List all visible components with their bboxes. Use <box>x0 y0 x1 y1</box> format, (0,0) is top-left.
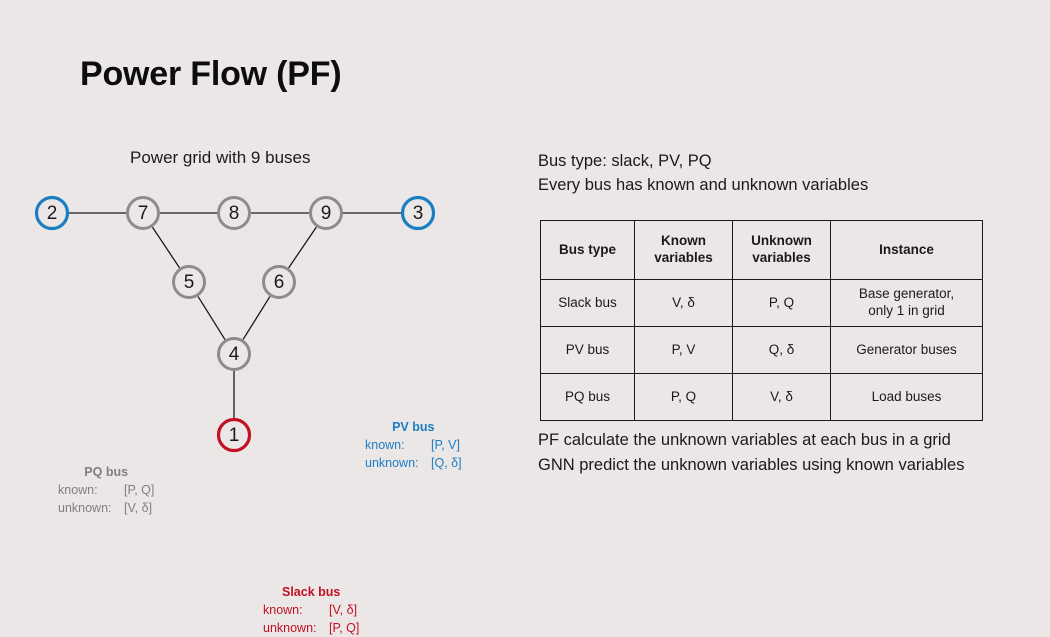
cell-instance: Base generator,only 1 in grid <box>830 279 983 327</box>
graph-node-2[interactable] <box>34 195 70 231</box>
bus-type-table: Bus type Known variables Unknown variabl… <box>540 220 983 421</box>
cell-unknown-variables: P, Q <box>732 279 831 327</box>
column-header-unknown-line2: variables <box>752 250 811 265</box>
annotation-slack-unknown-label: unknown: <box>263 621 317 636</box>
annotation-pv-bus: PV bus known: [P, V] unknown: [Q, δ] <box>365 418 462 472</box>
slide-canvas: Power Flow (PF) Power grid with 9 buses … <box>0 55 983 636</box>
annotation-slack-title: Slack bus <box>281 585 341 599</box>
cell-instance-line1: Base generator, <box>858 286 955 302</box>
summary-text: PF calculate the unknown variables at ea… <box>538 428 964 478</box>
column-header-instance: Instance <box>830 220 983 280</box>
graph-node-6[interactable] <box>262 265 296 299</box>
graph-svg <box>34 195 436 453</box>
annotation-pv-unknown: unknown: [Q, δ] <box>365 454 462 472</box>
annotation-pv-unknown-label: unknown: <box>365 456 419 471</box>
annotation-pv-title: PV bus <box>392 420 435 434</box>
cell-known-variables: P, Q <box>634 373 733 421</box>
annotation-pv-unknown-value: [Q, δ] <box>431 456 462 471</box>
page-title: Power Flow (PF) <box>80 55 342 93</box>
graph-node-4[interactable] <box>217 337 251 371</box>
graph-node-5[interactable] <box>172 265 206 299</box>
annotation-slack-known-value: [V, δ] <box>329 603 358 618</box>
column-header-unknown-variables: Unknown variables <box>732 220 831 280</box>
graph-node-7[interactable] <box>126 196 160 230</box>
graph-node-9[interactable] <box>309 196 343 230</box>
annotation-pq-known-value: [P, Q] <box>124 483 155 498</box>
graph-node-8[interactable] <box>217 196 251 230</box>
table-header-row: Bus type Known variables Unknown variabl… <box>540 220 983 280</box>
bus-type-line-1: Bus type: slack, PV, PQ <box>538 152 712 170</box>
bus-type-intro: Bus type: slack, PV, PQ Every bus has kn… <box>538 150 868 198</box>
annotation-slack-bus: Slack bus known: [V, δ] unknown: [P, Q] <box>263 583 359 637</box>
cell-bus-type: PQ bus <box>540 373 635 421</box>
cell-bus-type: Slack bus <box>540 279 635 327</box>
graph-edge <box>151 226 181 269</box>
annotation-slack-unknown-value: [P, Q] <box>329 621 360 636</box>
annotation-slack-unknown: unknown: [P, Q] <box>263 619 359 637</box>
column-header-unknown-line1: Unknown <box>751 233 812 249</box>
cell-unknown-variables: V, δ <box>732 373 831 421</box>
column-header-known-line2: variables <box>654 250 713 265</box>
annotation-pv-known-label: known: <box>365 438 405 453</box>
annotation-pq-known-label: known: <box>58 483 98 498</box>
annotation-slack-known: known: [V, δ] <box>263 601 359 619</box>
annotation-pq-unknown-label: unknown: <box>58 501 112 516</box>
graph-edge <box>288 226 317 269</box>
cell-bus-type: PV bus <box>540 326 635 374</box>
cell-known-variables: P, V <box>634 326 733 374</box>
cell-unknown-variables: Q, δ <box>732 326 831 374</box>
annotation-slack-known-label: known: <box>263 603 303 618</box>
annotation-pq-known: known: [P, Q] <box>58 481 154 499</box>
graph-caption: Power grid with 9 buses <box>130 148 311 167</box>
annotation-pq-unknown-value: [V, δ] <box>124 501 153 516</box>
bus-type-line-2: Every bus has known and unknown variable… <box>538 175 869 194</box>
annotation-pq-bus: PQ bus known: [P, Q] unknown: [V, δ] <box>58 463 154 517</box>
annotation-pv-known-value: [P, V] <box>431 438 460 453</box>
table-header: Bus type Known variables Unknown variabl… <box>540 220 983 280</box>
column-header-known-line1: Known <box>661 233 706 249</box>
summary-line-1: PF calculate the unknown variables at ea… <box>538 431 951 449</box>
summary-line-2: GNN predict the unknown variables using … <box>538 455 965 474</box>
annotation-pq-title: PQ bus <box>84 465 129 479</box>
annotation-pv-known: known: [P, V] <box>365 436 462 454</box>
cell-known-variables: V, δ <box>634 279 733 327</box>
graph-node-3[interactable] <box>400 195 436 231</box>
graph-edge <box>197 296 226 340</box>
node-layer <box>34 195 436 453</box>
graph-edge <box>242 296 271 340</box>
column-header-known-variables: Known variables <box>634 220 733 280</box>
column-header-bus-type: Bus type <box>540 220 635 280</box>
cell-instance-line2: only 1 in grid <box>868 303 945 318</box>
cell-instance: Load buses <box>830 373 983 421</box>
annotation-pq-unknown: unknown: [V, δ] <box>58 499 154 517</box>
cell-instance: Generator buses <box>830 326 983 374</box>
edge-layer <box>69 212 401 418</box>
graph-node-1[interactable] <box>216 417 252 453</box>
